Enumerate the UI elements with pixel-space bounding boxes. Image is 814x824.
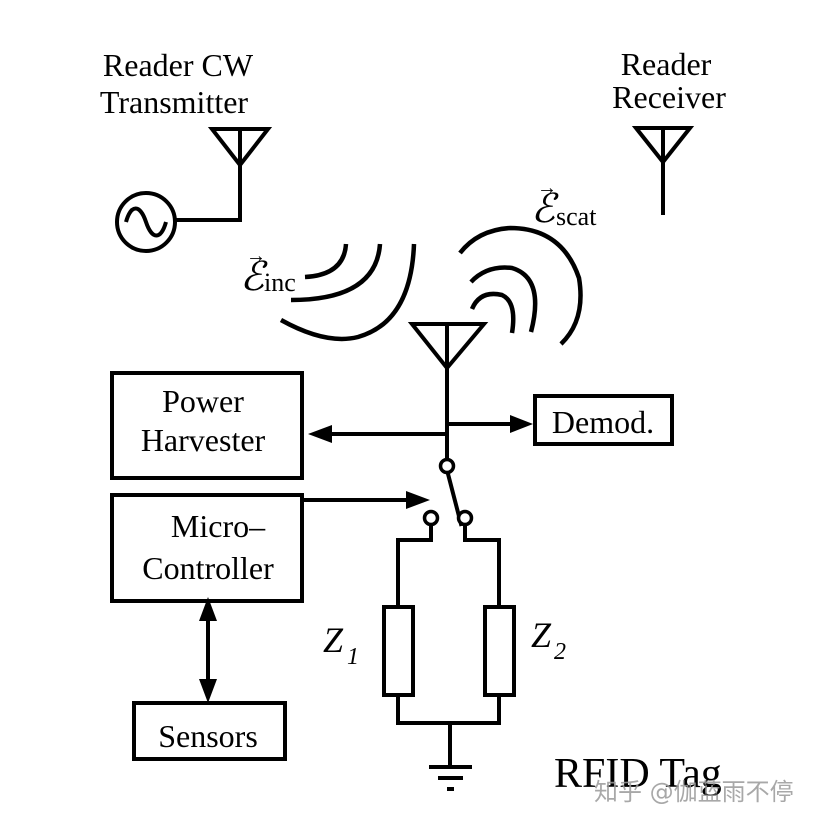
figure-title: RFID Tag — [554, 751, 722, 797]
demodulator-label: Demod. — [552, 404, 654, 440]
scattered-wave-3 — [458, 225, 583, 346]
reader-receiver: Reader Receiver — [612, 46, 726, 215]
microcontroller-block: Micro– Controller — [110, 493, 304, 603]
scattered-field-label: ℰ → scat — [531, 177, 597, 231]
z1-symbol: Z — [323, 620, 344, 660]
microcontroller-label-line2: Controller — [142, 550, 274, 586]
ground-icon — [429, 765, 472, 791]
power-harvester-label-line2: Harvester — [141, 422, 266, 458]
z1-branch-wire — [396, 523, 433, 609]
impedance-z1: Z 1 — [323, 605, 415, 697]
ground-return-wire — [396, 693, 501, 725]
demodulator-block: Demod. — [533, 394, 674, 446]
scattered-field-subscript: scat — [556, 202, 597, 231]
incident-wave-2 — [290, 243, 383, 303]
incident-field-symbol: ℰ — [240, 254, 268, 299]
transmitter-label-line1: Reader CW — [103, 47, 254, 83]
scattered-field-symbol: ℰ — [531, 186, 559, 231]
incident-field-vector-mark: → — [246, 245, 266, 267]
sensors-label: Sensors — [158, 718, 258, 754]
arrowhead-icon — [199, 597, 217, 621]
incident-wave-1 — [304, 243, 349, 280]
incident-field-subscript: inc — [264, 268, 296, 297]
z2-branch-wire — [463, 523, 501, 609]
sensors-block: Sensors — [132, 701, 287, 761]
power-harvester-block: Power Harvester — [110, 371, 304, 480]
antenna-icon — [631, 126, 695, 215]
reader-transmitter: Reader CW Transmitter — [100, 47, 273, 253]
arrowhead-icon — [308, 425, 332, 443]
arrowhead-icon — [510, 415, 533, 433]
incident-field-label: ℰ → inc — [240, 245, 296, 299]
scattered-wave-2 — [469, 265, 538, 333]
spdt-switch-icon — [422, 457, 474, 527]
sine-source-icon — [115, 191, 177, 253]
receiver-label-line1: Reader — [621, 46, 712, 82]
impedance-z2: Z 2 — [483, 605, 566, 697]
z2-symbol: Z — [531, 615, 552, 655]
scattered-wave-1 — [469, 291, 516, 334]
arrowhead-icon — [406, 491, 430, 509]
antenna-icon — [207, 127, 273, 222]
power-harvester-label-line1: Power — [162, 383, 244, 419]
microcontroller-label-line1: Micro– — [171, 508, 266, 544]
arrowhead-icon — [199, 679, 217, 703]
transmitter-label-line2: Transmitter — [100, 84, 249, 120]
antenna-icon — [407, 322, 489, 464]
z2-subscript: 2 — [554, 639, 566, 665]
incident-wavefronts — [279, 243, 417, 342]
scattered-field-vector-mark: → — [537, 177, 557, 199]
watermark: 知乎 @伽蓝雨不停 — [594, 778, 794, 806]
scattered-wavefronts — [458, 225, 583, 346]
z1-subscript: 1 — [347, 644, 359, 670]
receiver-label-line2: Receiver — [612, 79, 726, 115]
incident-wave-3 — [279, 243, 417, 342]
